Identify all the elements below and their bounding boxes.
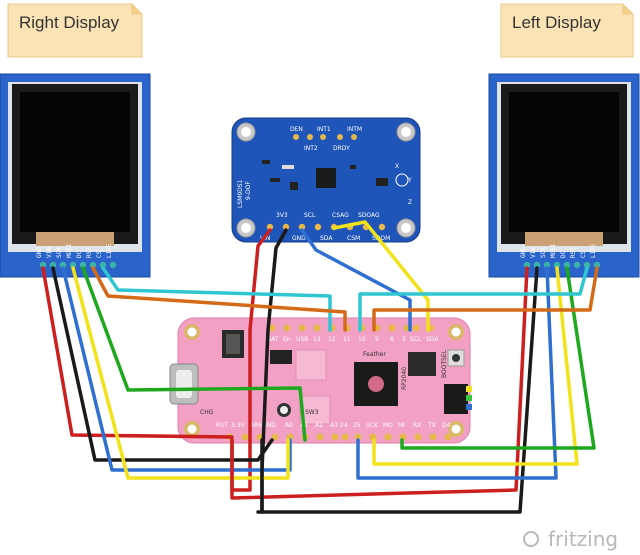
wire-ld-mosi-yellow [372,266,579,466]
board-label-bootsel: BOOTSEL [441,349,448,378]
imu-pin-den: DEN [290,126,303,133]
ld-pin-label: SCK [540,247,547,258]
feather-pin-rst: RST [216,422,228,429]
feather-pin-11: 11 [343,336,351,343]
imu-pin-csm: CSM [347,235,360,242]
feather-pin-9: 9 [375,336,379,343]
feather-pin-5: 5 [402,336,406,343]
left-display-module: GND VIN SCK MOSI DC RST CS LITE [488,73,640,278]
imu-pin-intm: INTM [347,126,362,133]
ld-pin-label: MOSI [550,243,557,258]
imu-pin-drdy: DRDY [333,145,350,152]
right-display-pins: GND VIN SCK MOSI DC RST CS LITE [36,243,117,269]
rd-pin-label: VIN [46,247,53,258]
left-display-note: Left Display [500,3,634,58]
wire-rd-rst-cyan [101,266,332,332]
wire-rd-sck-blue [61,266,292,472]
wire-rd-mosi-yellow [71,266,290,480]
feather-pin-a0: A0 [285,422,293,429]
imu-pin-gnd: GND [292,235,306,242]
imu-breakout: DEN INT1 INTM INT2 DRDY X Y Z LSM9DS1 9-… [231,117,421,243]
imu-pin-scl: SCL [304,212,316,219]
rd-pin-label: CS [96,250,103,258]
rd-pin-label: DC [76,250,83,258]
feather-pin-10: 10 [358,336,366,343]
imu-axis-z-label: Z [408,199,412,206]
board-label-chg: CHG [200,409,214,416]
imu-pin-csag: CSAG [332,212,349,219]
feather-pin-usb: USB [296,336,308,343]
feather-pin-bat: BAT [267,336,279,343]
right-display-note: Right Display [7,3,143,58]
wire-rd-gnd-red [41,266,234,439]
feather-pin-25: 25 [353,422,361,429]
imu-axis-y-label: Y [407,177,412,184]
right-display-module: GND VIN SCK MOSI DC RST CS LITE [0,73,151,278]
ld-pin-label: GND [520,247,527,258]
wire-rd-vin-black [51,266,274,462]
feather-pin-12: 12 [328,336,336,343]
feather-pin-sck: SCK [366,422,379,429]
wire-imu-sda-blue [300,228,412,332]
feather-pin-sda: SDA [426,336,439,343]
feather-pin-mi: MI [398,422,405,429]
wire-rd-dc-green [81,266,307,442]
feather-pin-a2: A2 [315,422,323,429]
imu-pin-3v3: 3V3 [276,212,288,219]
rd-pin-label: LITE [106,243,113,258]
imu-pin-sdoag: SDOAG [358,212,380,219]
rd-pin-label: GND [36,247,43,258]
feather-rp2040-board: Feather RP2040 SW3 BOOTSEL CHG BAT En US… [169,317,472,444]
wire-ld-rst-cyan [358,266,589,332]
board-label-rp2040: RP2040 [401,367,408,390]
imu-top-pins: DEN INT1 INTM INT2 DRDY [290,126,362,152]
feather-pin-24: 24 [340,422,348,429]
feather-pin-aref: AREF [250,422,266,429]
wire-imu-scl-yellow [332,220,430,332]
wires [41,220,599,514]
wire-ld-sck-blue [356,266,558,480]
wire-ld-vin-black [260,266,539,514]
ld-pin-label: DC [560,250,567,258]
rd-pin-label: SCK [56,247,63,258]
rd-pin-label: MOSI [66,243,73,258]
feather-pin-d4: D4 [442,422,451,429]
feather-pin-6: 6 [390,336,394,343]
right-display-title: Right Display [19,13,120,32]
board-label-sw3: SW3 [305,409,319,416]
feather-pin-rx: RX [413,422,421,429]
wire-ld-dc-green [400,266,596,450]
imu-pin-sdom: SDOM [372,235,390,242]
fritzing-logo-icon [523,531,539,547]
imu-name-line1: LSM9DS1 [237,179,244,208]
wire-ld-gnd-red [230,266,529,500]
feather-pin-mo: MO [383,422,393,429]
imu-pin-int1: INT1 [317,126,331,133]
ld-pin-label: LITE [590,243,597,258]
left-display-title: Left Display [512,13,601,32]
rd-pin-label: RST [86,247,93,258]
imu-pin-sda: SDA [320,235,333,242]
wire-ld-cs-orange [372,266,599,332]
ld-pin-label: CS [580,250,587,258]
feather-pin-3v3: 3.3V [231,422,246,429]
board-label-feather: Feather [363,351,386,358]
feather-pin-en: En [283,336,291,343]
feather-pin-scl: SCL [410,336,422,343]
fritzing-wordmark: fritzing [548,527,618,551]
imu-axis-x-label: X [395,163,399,170]
left-display-pins: GND VIN SCK MOSI DC RST CS LITE [520,243,601,269]
imu-name-line2: 9-DOF [245,181,252,200]
feather-pin-tx: TX [427,422,436,429]
feather-pin-a3: A3 [330,422,338,429]
ld-pin-label: RST [570,247,577,258]
feather-pin-13: 13 [313,336,321,343]
imu-pin-int2: INT2 [304,145,318,152]
ld-pin-label: VIN [530,247,537,258]
fritzing-watermark: fritzing [523,527,618,551]
wire-rd-cs-orange [91,266,347,332]
feather-pin-gnd: GND [262,422,276,429]
